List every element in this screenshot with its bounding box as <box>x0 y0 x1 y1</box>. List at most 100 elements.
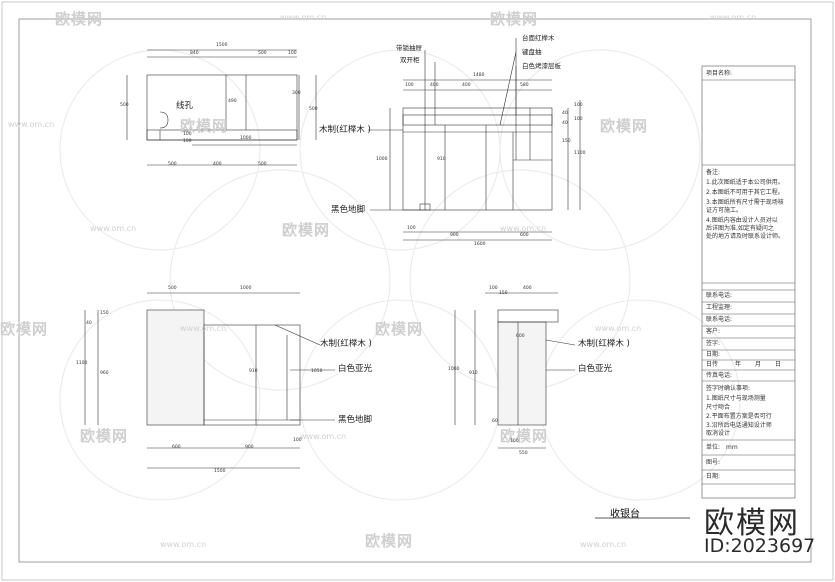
front-callout-keyboard-drawer: 键盘抽 <box>522 48 542 56</box>
plan-label-cable-hole: 线孔 <box>176 101 194 111</box>
side-right-dim-left-c: 60 <box>492 419 498 424</box>
front-callout-top-wood: 台面红榉木 <box>522 34 555 42</box>
watermark-brand: 欧模网 <box>282 221 331 239</box>
tb-project-name: 项目名称: <box>706 70 733 77</box>
plan-dim-right-a: 300 <box>292 91 301 96</box>
tb-field-client: 客户: <box>706 328 721 335</box>
plan-dim-inner-d: 100 <box>183 139 192 144</box>
side-right-dim-top-b: 150 <box>499 291 508 296</box>
plan-dim-top-total: 1500 <box>216 43 228 48</box>
side-left-dim-left-b: 150 <box>100 311 109 316</box>
tb-drawing-no: 图号: <box>706 459 721 466</box>
watermark-brand: 欧模网 <box>375 320 424 338</box>
side-left-dim-left-c: 1100 <box>76 361 88 366</box>
watermark-brand: 欧模网 <box>80 427 129 445</box>
front-dim-top-d: 580 <box>520 83 529 88</box>
watermark-brand: 欧模网 <box>365 532 414 550</box>
front-dim-left: 1000 <box>376 157 388 162</box>
side-left-dim-bottom-total: 1500 <box>214 469 226 474</box>
plan-dim-inner-c: 100 <box>183 132 192 137</box>
side-right-dim-top-c: 400 <box>523 286 532 291</box>
side-view-left <box>84 292 335 469</box>
tb-confirm-1: 1.图纸尺寸与现场测量 <box>706 395 766 402</box>
front-label-base: 黑色地脚 <box>331 205 366 215</box>
watermark-brand: 欧模网 <box>600 117 649 135</box>
side-right-dim-mid: 600 <box>516 334 525 339</box>
front-callout-locked-drawer: 带锁抽屉 <box>396 44 422 52</box>
side-left-dim-mid-a: 910 <box>249 369 258 374</box>
front-dim-right-c: 100 <box>574 103 583 108</box>
watermark-url: www.om.cn <box>90 224 137 233</box>
watermark-brand: 欧模网 <box>0 320 49 338</box>
tb-unit-label: 单位: <box>706 444 721 451</box>
watermark-url: www.om.cn <box>595 324 642 333</box>
plan-dim-bottom-c: 500 <box>258 162 267 167</box>
watermark-url: www.om.cn <box>500 224 547 233</box>
tb-date: 日期: <box>706 473 721 480</box>
tb-confirm-4: 3.沿所后电话通知设计师 <box>706 422 772 429</box>
side-left-label-wood: 木制(红榉木 ) <box>320 339 372 349</box>
brand-id: ID:2023697 <box>704 535 816 557</box>
front-dim-right-e: 150 <box>562 139 571 144</box>
front-view <box>368 38 581 241</box>
watermark-brand: 欧模网 <box>490 10 539 28</box>
plan-dim-top-b: 500 <box>258 51 267 56</box>
tb-date-row-day: 日 <box>775 361 782 368</box>
side-right-dim-left-b: 910 <box>469 371 478 376</box>
tb-note-4: 证方可施工。 <box>706 207 743 214</box>
front-dim-top-total: 1480 <box>473 73 485 78</box>
side-right-dim-left-a: 1000 <box>448 367 460 372</box>
tb-field-phone: 联系电话: <box>706 292 733 299</box>
drawing-title: 收银台 <box>610 509 640 520</box>
side-left-dim-mid-b: 1050 <box>311 369 323 374</box>
side-left-dim-top-a: 500 <box>168 286 177 291</box>
tb-note-3: 3.本图纸所有尺寸需于现场核 <box>706 199 784 206</box>
tb-date-row-month: 月 <box>755 361 762 368</box>
watermark-url: www.om.cn <box>160 540 207 549</box>
plan-dim-inner-b: 490 <box>228 99 237 104</box>
side-left-dim-left-a: 40 <box>86 321 92 326</box>
front-dim-bottom-b: 900 <box>450 233 459 238</box>
side-right-label-acrylic: 白色亚光 <box>578 364 613 374</box>
tb-field-supervisor: 工程监理: <box>706 304 733 311</box>
front-label-wood: 木制(红榉木 ) <box>319 125 371 135</box>
front-dim-bottom-total: 1600 <box>474 242 486 247</box>
watermark-brand: 欧模网 <box>500 427 549 445</box>
front-dim-mid: 910 <box>437 157 446 162</box>
side-view-right <box>454 292 576 449</box>
tb-confirm-2: 尺寸吻合 <box>706 404 731 411</box>
watermark-url: www.om.cn <box>300 432 347 441</box>
tb-note-6: 后详图为准,如定有疑问之 <box>706 225 774 232</box>
watermark-url: www.om.cn <box>180 324 227 333</box>
front-dim-bottom-c: 600 <box>520 233 529 238</box>
tb-unit-value: mm <box>726 444 738 451</box>
plan-dim-bottom-b: 400 <box>213 162 222 167</box>
plan-dim-top-a: 840 <box>190 51 199 56</box>
front-dim-right-d: 100 <box>574 117 583 122</box>
watermark-brand: 欧模网 <box>55 10 104 28</box>
tb-field-signature: 签字: <box>706 340 721 347</box>
side-left-dim-bottom-c: 100 <box>293 438 302 443</box>
side-right-dim-bottom-b: 550 <box>519 451 528 456</box>
side-left-dim-left-d: 960 <box>100 371 109 376</box>
watermark-brand: 欧模网 <box>180 117 229 135</box>
tb-confirm-3: 2.平面布置方案是否可行 <box>706 413 772 420</box>
tb-note-7: 处的地方请及时联系设计师。 <box>706 233 785 240</box>
side-right-label-wood: 木制(红榉木 ) <box>578 339 630 349</box>
side-left-label-base: 黑色地脚 <box>338 415 373 425</box>
plan-dim-right-b: 500 <box>309 107 318 112</box>
tb-confirm-5: 取消设计 <box>706 430 731 437</box>
tb-field-phone-2: 联系电话: <box>706 316 733 323</box>
front-dim-top-b: 400 <box>430 83 439 88</box>
watermark-url: www.om.cn <box>8 120 55 129</box>
watermark-url: www.om.cn <box>580 540 627 549</box>
watermark-url: www.om.cn <box>280 13 327 22</box>
tb-note-2: 2.本图纸不可用于其它工程。 <box>706 189 784 196</box>
watermark-url: www.om.cn <box>710 13 757 22</box>
front-dim-right-b: 40 <box>562 121 568 126</box>
side-left-dim-bottom-a: 600 <box>172 445 181 450</box>
side-left-dim-bottom-b: 900 <box>245 445 254 450</box>
plan-dim-bottom-a: 500 <box>168 162 177 167</box>
